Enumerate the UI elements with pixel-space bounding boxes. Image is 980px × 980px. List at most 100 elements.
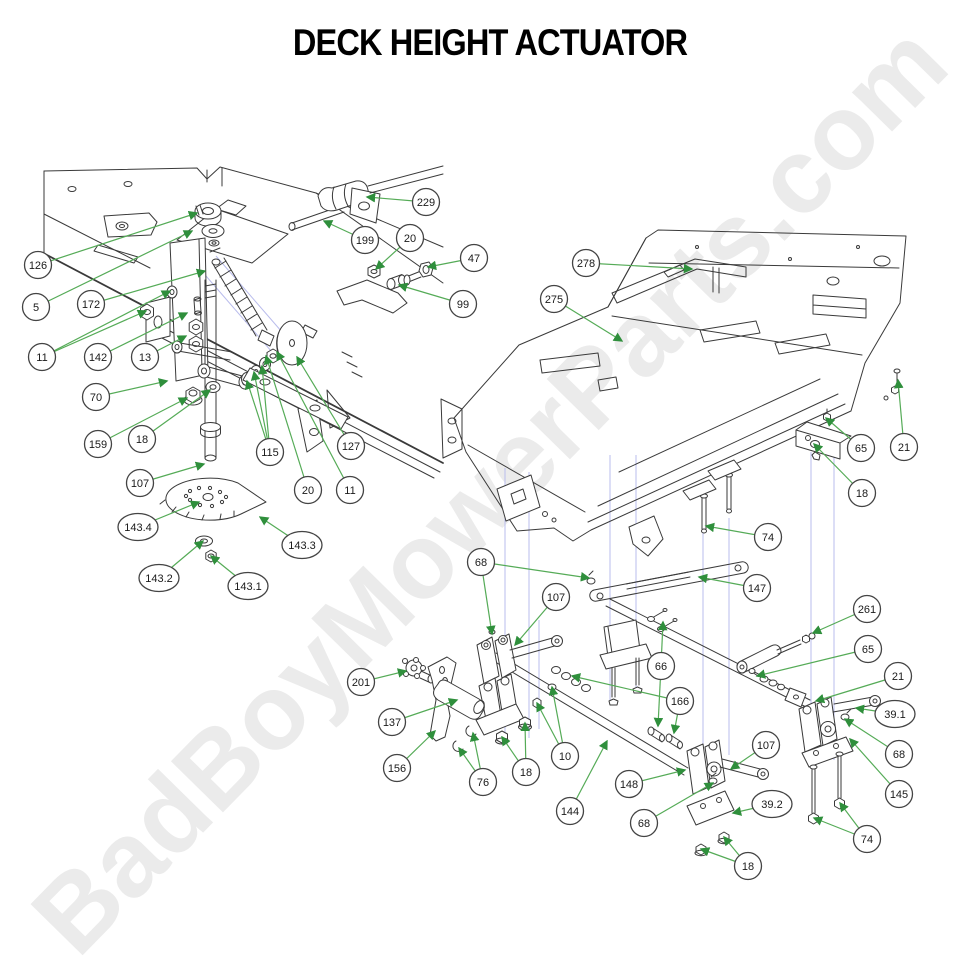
callout-18: 18 <box>699 835 763 881</box>
balloon-shape <box>629 808 659 838</box>
balloon-label: 39.2 <box>761 799 782 811</box>
leader-line <box>97 397 189 445</box>
callout-65: 65 <box>755 634 883 679</box>
balloon-label: 143.1 <box>234 581 262 593</box>
callout-68: 68 <box>843 718 914 769</box>
callout-143.3: 143.3 <box>258 516 323 560</box>
callout-20: 20 <box>263 354 323 505</box>
callout-142: 142 <box>83 312 189 372</box>
balloon-label: 20 <box>404 233 416 245</box>
balloon-label: 11 <box>344 485 355 497</box>
balloon-shape <box>733 851 763 881</box>
balloon-label: 147 <box>748 583 766 595</box>
balloon-label: 143.2 <box>145 573 173 585</box>
balloon-label: 65 <box>862 644 874 656</box>
callout-261: 261 <box>811 594 882 635</box>
balloon-shape <box>665 686 695 716</box>
balloon-label: 13 <box>139 352 151 364</box>
balloon-label: 65 <box>855 443 867 455</box>
leader-line <box>585 262 694 274</box>
callout-10: 10 <box>536 685 580 771</box>
balloon-shape <box>459 243 489 273</box>
balloon-label: 166 <box>671 696 689 708</box>
construction-lines <box>205 255 835 768</box>
callout-126: 126 <box>23 210 199 280</box>
balloon-shape <box>884 739 914 769</box>
balloon-shape <box>852 824 882 854</box>
callout-68: 68 <box>466 547 591 636</box>
leader-line <box>97 312 189 358</box>
leader-line <box>257 364 271 453</box>
balloon-label: 66 <box>655 661 667 673</box>
callout-148: 148 <box>614 767 687 799</box>
callout-65: 65 <box>824 417 876 463</box>
leader-line <box>814 675 899 704</box>
balloon-shape <box>117 512 159 542</box>
callout-143.2: 143.2 <box>138 540 205 593</box>
callout-143.4: 143.4 <box>117 500 201 542</box>
balloon-shape <box>511 757 541 787</box>
leader-line <box>570 673 681 702</box>
leader-line <box>276 350 351 491</box>
balloon-label: 156 <box>388 763 406 775</box>
callout-229: 229 <box>365 187 441 217</box>
balloon-label: 126 <box>29 260 47 272</box>
callout-107: 107 <box>514 582 571 647</box>
balloon-shape <box>889 432 919 462</box>
callout-74: 74 <box>704 522 783 552</box>
balloon-label: 76 <box>477 777 489 789</box>
leader-line <box>41 309 148 358</box>
balloon-label: 107 <box>547 592 565 604</box>
balloon-shape <box>382 753 412 783</box>
left-actuator-assembly-drawing <box>140 199 349 563</box>
balloon-shape <box>130 342 160 372</box>
balloon-label: 199 <box>356 235 374 247</box>
callout-47: 47 <box>426 243 489 273</box>
balloon-shape <box>846 433 876 463</box>
balloon-shape <box>853 634 883 664</box>
balloon-shape <box>335 475 365 505</box>
leader-line <box>755 648 869 679</box>
callout-127: 127 <box>296 355 366 461</box>
balloon-label: 107 <box>757 740 775 752</box>
callout-20: 20 <box>374 223 425 270</box>
balloon-shape <box>468 767 498 797</box>
diagram-title: DECK HEIGHT ACTUATOR <box>292 22 688 63</box>
callout-18: 18 <box>501 721 541 787</box>
balloon-shape <box>751 789 793 819</box>
balloon-label: 74 <box>762 532 774 544</box>
balloon-shape <box>336 431 366 461</box>
balloon-label: 172 <box>82 299 100 311</box>
balloon-shape <box>377 707 407 737</box>
balloon-shape <box>293 475 323 505</box>
callout-115: 115 <box>244 364 285 467</box>
balloon-shape <box>255 437 285 467</box>
balloon-label: 115 <box>261 447 279 459</box>
balloon-shape <box>847 478 877 508</box>
balloon-shape <box>125 468 155 498</box>
balloon-shape <box>346 667 376 697</box>
balloon-shape <box>127 424 157 454</box>
balloon-label: 278 <box>577 258 595 270</box>
balloon-shape <box>614 769 644 799</box>
callout-11: 11 <box>276 350 365 505</box>
callout-156: 156 <box>382 729 437 783</box>
callout-18: 18 <box>127 389 212 454</box>
balloon-shape <box>852 594 882 624</box>
balloon-shape <box>23 250 53 280</box>
balloon-shape <box>350 225 380 255</box>
balloon-shape <box>21 292 51 322</box>
callout-13: 13 <box>130 335 188 372</box>
balloon-label: 18 <box>136 434 148 446</box>
balloon-label: 10 <box>559 751 571 763</box>
callout-166: 166 <box>570 673 695 735</box>
balloon-shape <box>76 289 106 319</box>
balloon-label: 107 <box>131 478 149 490</box>
balloon-label: 142 <box>89 352 107 364</box>
balloon-label: 21 <box>892 671 904 683</box>
balloon-shape <box>541 582 571 612</box>
callout-74: 74 <box>812 801 882 854</box>
leader-line <box>263 354 309 491</box>
callout-137: 137 <box>377 698 459 737</box>
